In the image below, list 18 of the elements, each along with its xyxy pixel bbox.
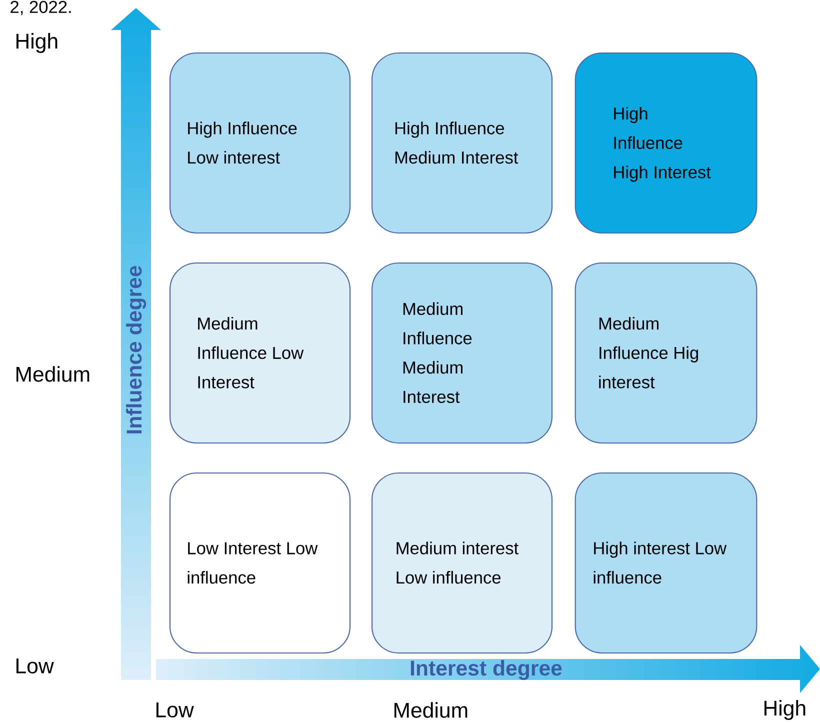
grid-box: High Influence High Interest [574,52,758,234]
grid-box: High Influence Low interest [169,52,351,234]
grid-box: Medium Influence Medium Interest [371,262,553,444]
grid-box: Medium Influence Low Interest [169,262,351,444]
axis-level-label: High [764,700,806,720]
grid-box: Medium interest Low influence [371,472,553,654]
grid-box: Low Interest Low influence [169,472,351,654]
axis-title: Interest degree [410,660,562,680]
axis-level-label: Low [156,702,194,718]
grid-box: High Influence Medium Interest [371,52,553,234]
axis-level-label: Medium [394,702,468,718]
axis-level-label: Low [16,658,54,674]
grid-box: Medium Influence Hig interest [574,262,758,444]
grid-box: High interest Low influence [574,472,758,654]
citation-text: 2, 2022. [10,0,71,16]
axis-level-label: High [16,33,58,53]
axis-level-label: Medium [16,366,90,382]
axis-title: Influence degree [126,266,146,434]
